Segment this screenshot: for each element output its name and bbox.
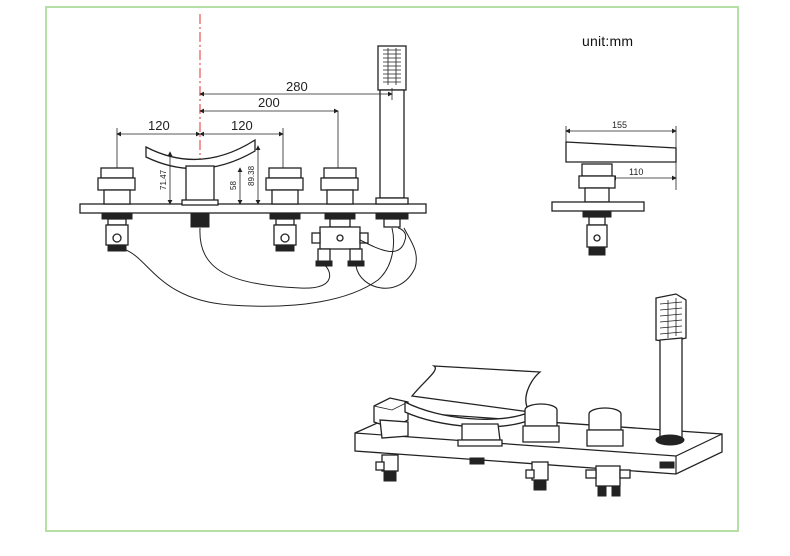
unit-label: unit:mm	[582, 33, 634, 49]
side-spout	[565, 141, 677, 163]
perspective-hand-shower	[655, 293, 687, 469]
perspective-middle-valve	[522, 403, 560, 491]
perspective-view	[354, 293, 723, 497]
perspective-diverter-valve	[585, 407, 631, 497]
dim-280: 280	[286, 79, 308, 94]
hoses	[125, 227, 417, 307]
waterfall-spout	[145, 138, 256, 228]
hand-shower	[375, 45, 409, 228]
dim-71-47: 71.47	[159, 169, 168, 190]
dim-89-38: 89.38	[247, 165, 256, 186]
perspective-left-valve	[373, 397, 409, 482]
left-valve	[97, 167, 136, 252]
front-view: 280 200 120 120 71.47 58 89.38	[79, 14, 427, 307]
middle-valve	[265, 167, 304, 252]
dim-200: 200	[258, 95, 280, 110]
deck-plate	[79, 203, 427, 214]
diverter-valve	[311, 167, 369, 267]
perspective-spout	[404, 365, 542, 447]
dim-120-right: 120	[231, 118, 253, 133]
dim-155: 155	[612, 120, 627, 130]
side-deck-plate	[551, 201, 645, 212]
dimensions-front: 280 200 120 120 71.47 58 89.38	[116, 79, 393, 205]
dim-58: 58	[229, 181, 238, 190]
side-view: 155 110	[551, 120, 677, 256]
dim-120-left: 120	[148, 118, 170, 133]
drawing-frame	[45, 6, 739, 532]
dim-110: 110	[629, 167, 643, 177]
